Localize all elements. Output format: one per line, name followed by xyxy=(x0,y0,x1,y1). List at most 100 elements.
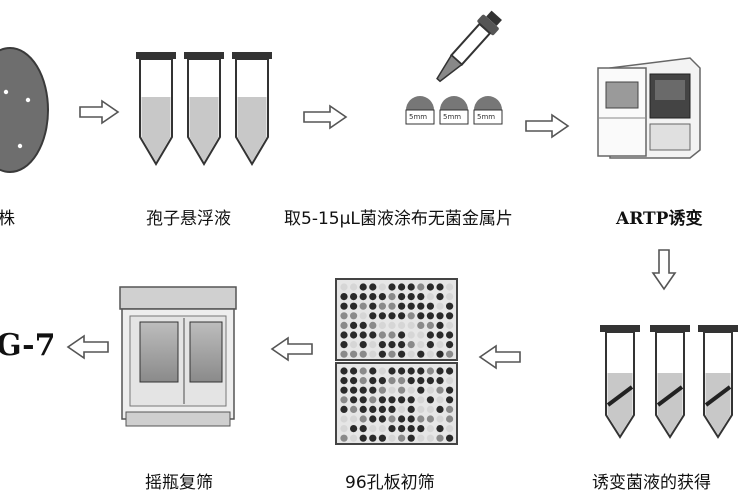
well xyxy=(359,293,367,301)
well xyxy=(369,312,377,320)
well xyxy=(388,405,396,413)
well xyxy=(436,312,444,320)
well xyxy=(398,321,406,329)
well xyxy=(388,302,396,310)
spore-tube xyxy=(232,52,272,166)
label-strain: 株 xyxy=(0,209,15,229)
well xyxy=(350,367,358,375)
well xyxy=(426,367,434,375)
well xyxy=(340,434,348,442)
well xyxy=(340,350,348,358)
well xyxy=(388,321,396,329)
well xyxy=(369,283,377,291)
well xyxy=(417,367,425,375)
well xyxy=(446,293,454,301)
well xyxy=(398,386,406,394)
well xyxy=(436,386,444,394)
well xyxy=(340,396,348,404)
well xyxy=(378,321,386,329)
disc-label: 5mm xyxy=(409,113,428,121)
well xyxy=(446,386,454,394)
well xyxy=(426,434,434,442)
metal-discs xyxy=(405,96,503,125)
well xyxy=(359,415,367,423)
well xyxy=(436,434,444,442)
arrow-right-2 xyxy=(303,104,348,130)
well xyxy=(378,302,386,310)
well xyxy=(378,341,386,349)
well xyxy=(398,350,406,358)
well xyxy=(388,377,396,385)
well xyxy=(407,302,415,310)
well xyxy=(398,415,406,423)
well xyxy=(446,321,454,329)
well xyxy=(388,367,396,375)
well xyxy=(350,283,358,291)
well xyxy=(369,341,377,349)
well xyxy=(398,377,406,385)
well xyxy=(340,425,348,433)
well xyxy=(388,293,396,301)
label-shake-rescreen: 摇瓶复筛 xyxy=(145,473,213,493)
well xyxy=(369,425,377,433)
well xyxy=(417,283,425,291)
label-coating: 取5-15μL菌液涂布无菌金属片 xyxy=(284,209,513,229)
well xyxy=(359,341,367,349)
well xyxy=(436,367,444,375)
well xyxy=(378,396,386,404)
well xyxy=(446,415,454,423)
well xyxy=(369,367,377,375)
well xyxy=(426,377,434,385)
well xyxy=(350,425,358,433)
well xyxy=(436,415,444,423)
well xyxy=(436,396,444,404)
well xyxy=(350,396,358,404)
well xyxy=(407,377,415,385)
well xyxy=(398,312,406,320)
well xyxy=(426,283,434,291)
well xyxy=(359,434,367,442)
well xyxy=(350,331,358,339)
spore-tube xyxy=(136,52,176,166)
well xyxy=(350,302,358,310)
mutant-tube xyxy=(600,325,640,439)
well xyxy=(398,434,406,442)
mutant-tube xyxy=(698,325,738,439)
well xyxy=(398,341,406,349)
well xyxy=(350,415,358,423)
arrow-right-3 xyxy=(525,113,570,139)
well xyxy=(340,331,348,339)
spore-tube xyxy=(184,52,224,166)
artp-machine xyxy=(597,57,701,159)
well xyxy=(417,341,425,349)
well xyxy=(378,415,386,423)
well xyxy=(340,341,348,349)
well xyxy=(369,386,377,394)
well xyxy=(340,283,348,291)
well xyxy=(417,396,425,404)
pipette xyxy=(436,10,502,83)
well xyxy=(369,415,377,423)
well xyxy=(398,293,406,301)
well xyxy=(388,283,396,291)
label-artp: ARTP诱变 xyxy=(616,209,703,229)
well xyxy=(417,425,425,433)
well xyxy=(436,283,444,291)
well xyxy=(407,283,415,291)
well xyxy=(350,312,358,320)
well xyxy=(359,302,367,310)
well xyxy=(446,396,454,404)
well xyxy=(359,321,367,329)
well xyxy=(340,415,348,423)
well xyxy=(426,350,434,358)
mutant-tube xyxy=(650,325,690,439)
well xyxy=(378,367,386,375)
well xyxy=(359,367,367,375)
well xyxy=(407,312,415,320)
well-plates xyxy=(335,278,458,445)
well xyxy=(378,425,386,433)
well xyxy=(426,425,434,433)
well xyxy=(340,302,348,310)
well xyxy=(369,321,377,329)
well xyxy=(388,350,396,358)
